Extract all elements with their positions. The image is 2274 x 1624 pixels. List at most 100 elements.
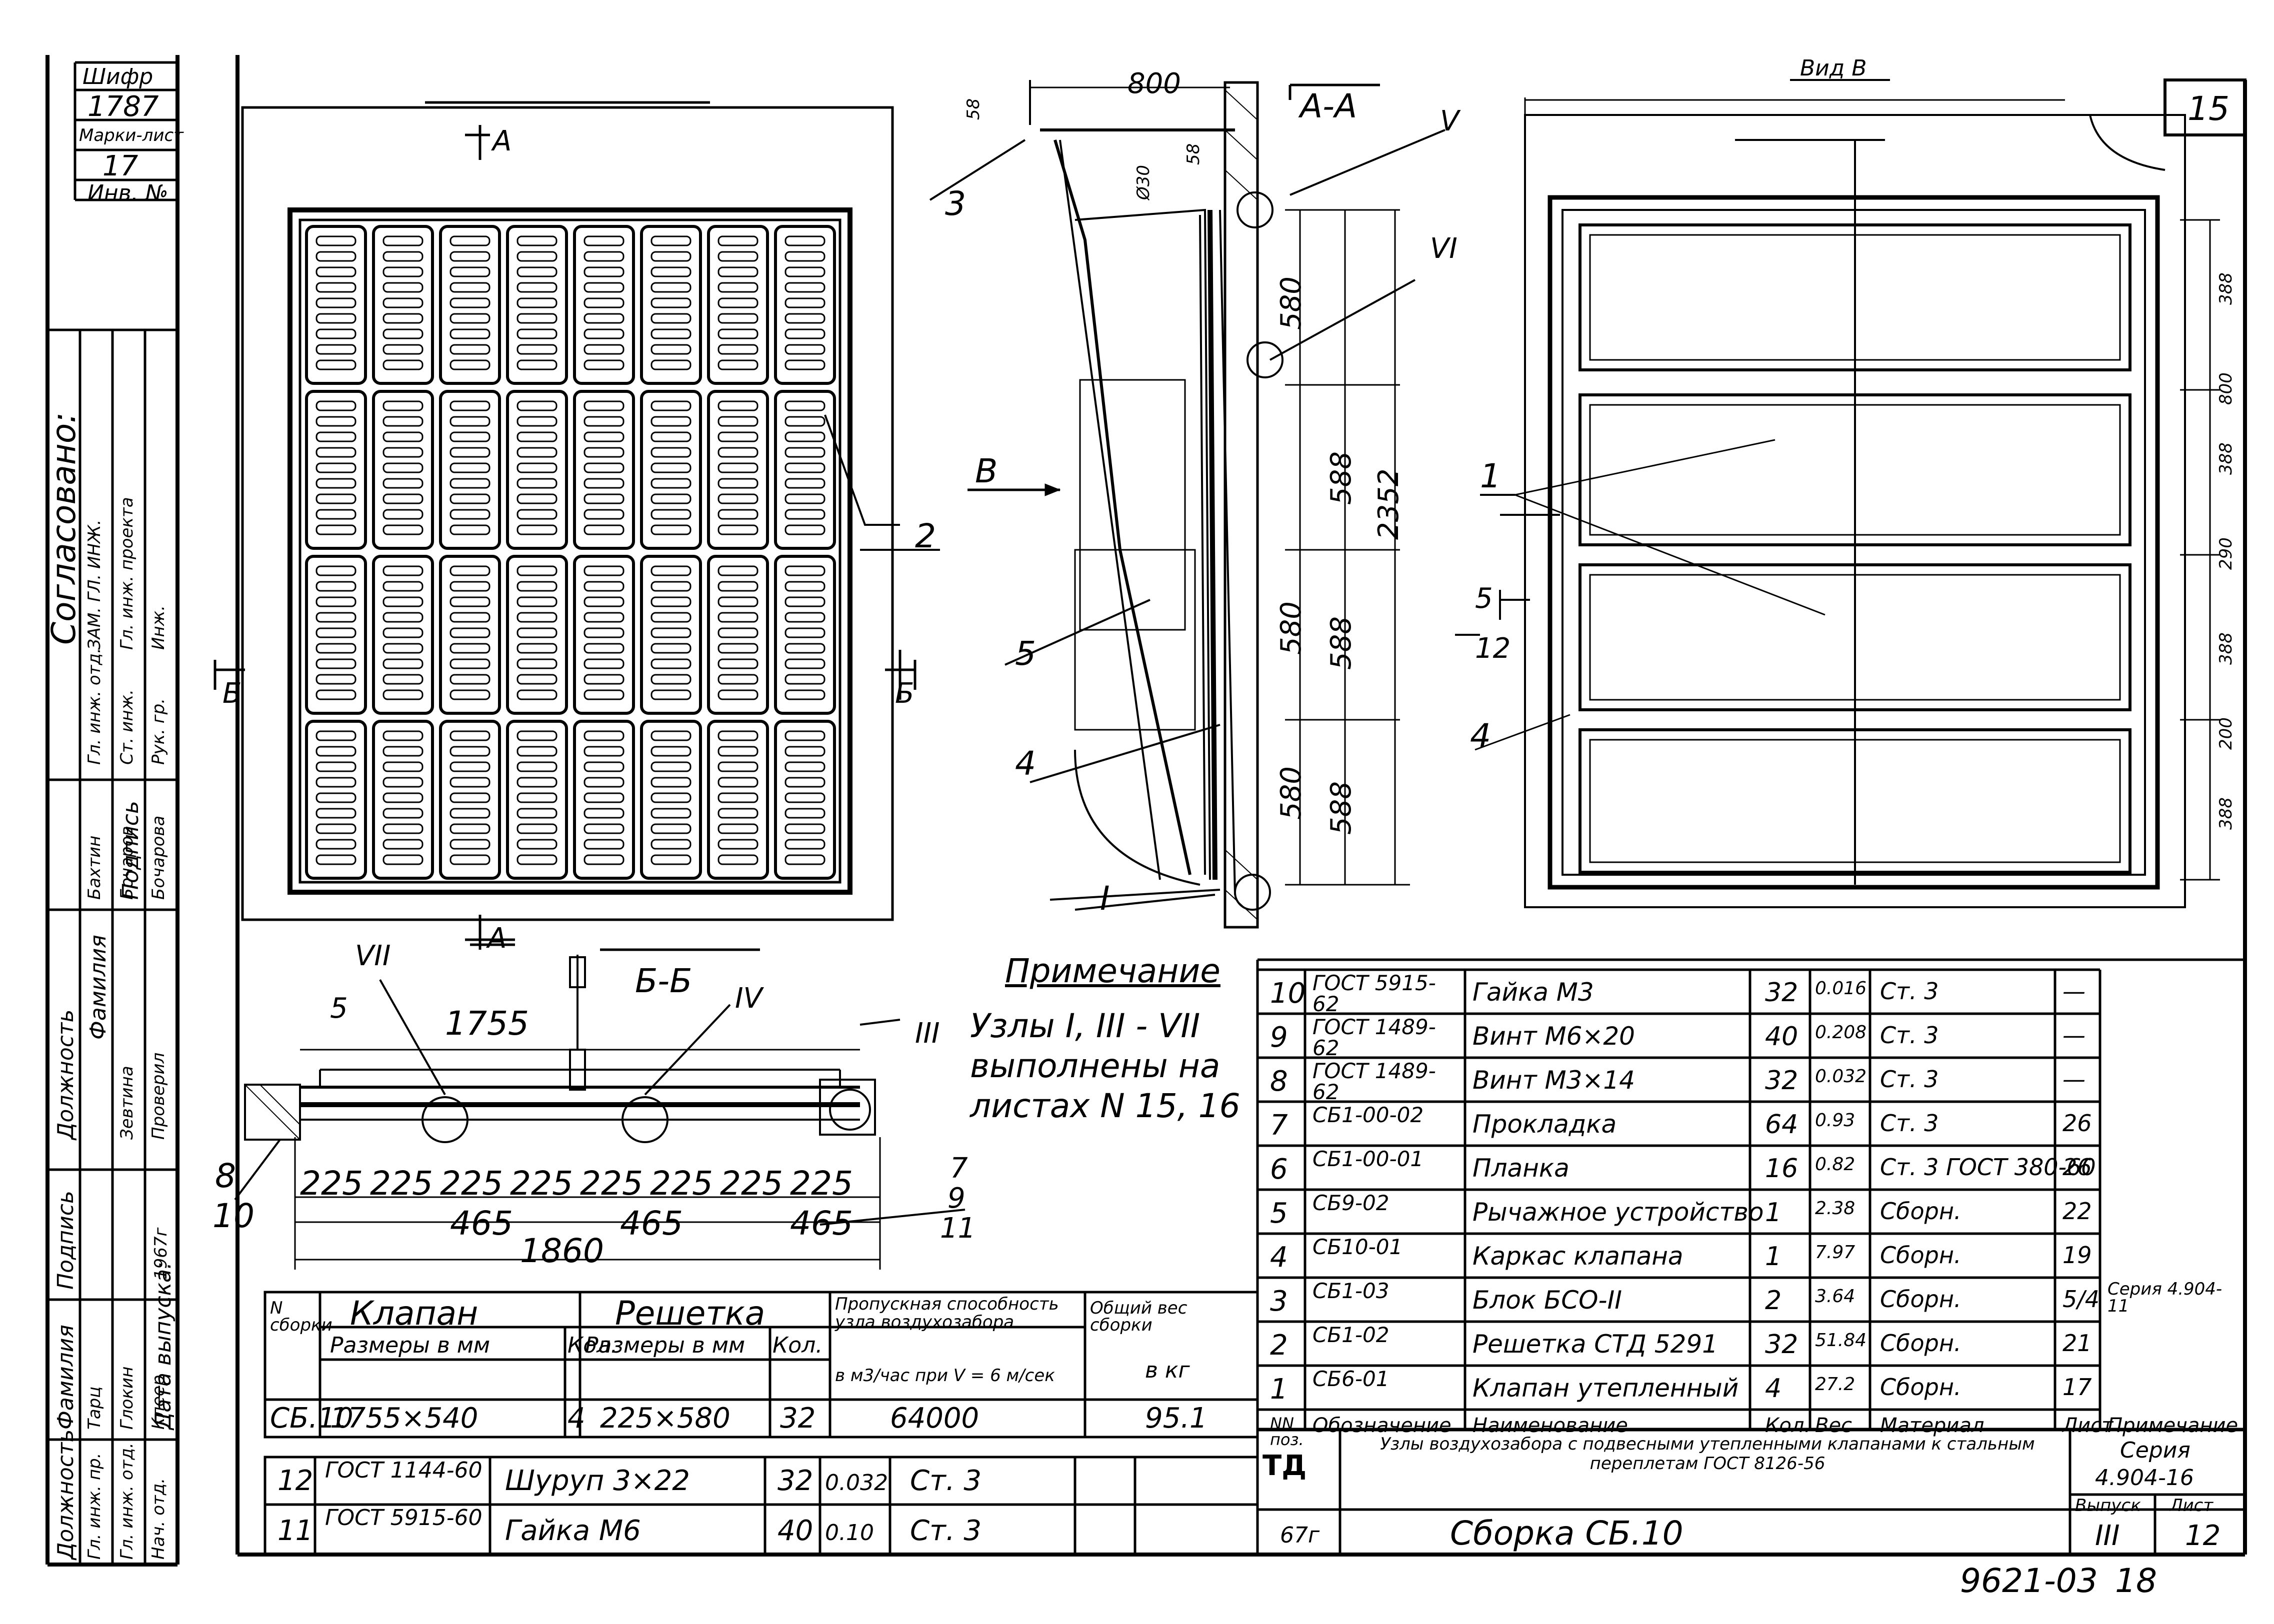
grate-slot (650, 581, 692, 592)
grate-cell (774, 390, 836, 550)
title-text: Узлы воздухозабора с подвесными утепленн… (1380, 1434, 2035, 1474)
grate-slot (450, 400, 490, 411)
grate-slot (450, 658, 490, 669)
grate-slot (718, 596, 758, 607)
grate-slot (382, 792, 424, 803)
grate-slot (382, 808, 424, 819)
spec-cell: Сборн. (1880, 1198, 1962, 1225)
grate-slot (516, 447, 558, 458)
grate-cell (439, 225, 501, 385)
grate-slot (516, 400, 558, 411)
approval-extra-1: ЗАМ. ГЛ. ИНЖ. (84, 519, 104, 650)
grate-slot (784, 359, 826, 370)
grate-cell (305, 390, 367, 550)
spec-header: Наименование (1472, 1414, 1628, 1437)
grate-slot (450, 462, 490, 473)
grate-cell (774, 720, 836, 880)
spec-header: NN поз. (1270, 1414, 1304, 1449)
grate-slot (584, 627, 624, 638)
grate-slot (316, 493, 356, 504)
grate-slot (316, 462, 356, 473)
summary-row-weight: 95.1 (1145, 1402, 1208, 1435)
dim-right-800: 800 (2216, 372, 2236, 405)
grate-slot (316, 808, 356, 819)
grate-slot (584, 746, 624, 757)
view-b (1474, 79, 2220, 908)
grate-slot (718, 478, 758, 489)
approval-col-surname: Фамилия (86, 935, 111, 1040)
grate-slot (516, 328, 558, 339)
spec-cell: 32 (1765, 1330, 1798, 1360)
dim-225: 225 (720, 1164, 783, 1203)
front-view-grate (214, 101, 916, 950)
spec-cell: 4 (1270, 1241, 1288, 1274)
dim-465: 465 (450, 1204, 513, 1243)
grate-slot (382, 777, 424, 788)
grate-slot (718, 282, 758, 293)
grate-slot (784, 400, 826, 411)
view-title-bb: Б-Б (635, 962, 692, 1000)
dim-465: 465 (790, 1204, 853, 1243)
release-col-surname: Фамилия (53, 1325, 78, 1430)
grate-slot (516, 627, 558, 638)
grate-slot (382, 235, 424, 246)
grate-slot (516, 854, 558, 865)
grate-slot (450, 344, 490, 355)
grate-slot (718, 462, 758, 473)
grate-slot (516, 416, 558, 427)
grate-slot (316, 251, 356, 262)
callout-12: 12 (1475, 632, 1511, 665)
spec-cell: 6 (1270, 1153, 1288, 1186)
spec-cell: 40 (1765, 1022, 1798, 1052)
grate-slot (650, 627, 692, 638)
grate-slot (450, 447, 490, 458)
grate-slot (516, 823, 558, 834)
summary-h-grate: Решетка (615, 1294, 766, 1333)
grate-slot (316, 746, 356, 757)
grate-slot (516, 282, 558, 293)
summary-h-capacity-unit: в м3/час при V = 6 м/сек (835, 1366, 1055, 1386)
grate-cell (506, 390, 568, 550)
summary-h-num: N сборки (270, 1298, 332, 1335)
grate-cell (439, 720, 501, 880)
grate-slot (784, 478, 826, 489)
grate-slot (584, 344, 624, 355)
grate-slot (382, 282, 424, 293)
spec-cell: 0.93 (1815, 1110, 1856, 1131)
callout-5b: 5 (1475, 582, 1493, 615)
summary-row-num: СБ.10 (270, 1402, 354, 1435)
grate-cell (372, 390, 434, 550)
grate-cell (439, 390, 501, 550)
grate-slot (316, 416, 356, 427)
grate-slot (450, 297, 490, 308)
spec-cell: — (2062, 1066, 2086, 1093)
grate-slot (516, 344, 558, 355)
grate-slot (382, 643, 424, 654)
dim-465: 465 (620, 1204, 683, 1243)
grate-cell (774, 555, 836, 715)
spec-cell: Каркас клапана (1472, 1242, 1684, 1271)
grate-slot (718, 328, 758, 339)
spec-cell: СБ1-03 (1312, 1279, 1390, 1303)
spec-cell: Ст. 3 (1880, 1066, 1939, 1093)
spec-cell: 9 (1270, 1021, 1288, 1054)
callout-9: 9 (948, 1182, 966, 1215)
spec-header: Кол. (1765, 1414, 1811, 1437)
spec-cell: ГОСТ 1489-62 (1312, 1059, 1436, 1104)
grate-slot (718, 509, 758, 520)
grate-slot (382, 462, 424, 473)
grate-slot (584, 643, 624, 654)
grate-slot (584, 612, 624, 623)
release-col-signature: Подпись (53, 1191, 78, 1290)
spec-cell: 19 (2062, 1242, 2092, 1269)
grate-slot (584, 297, 624, 308)
title-year: 67г (1280, 1523, 1320, 1548)
grate-slot (718, 251, 758, 262)
spec-cell: 27.2 (1815, 1374, 1856, 1395)
marker-b-right: Б (895, 677, 914, 710)
grate-slot (450, 251, 490, 262)
grate-slot (650, 478, 692, 489)
approval-row-3-name: Бочарова (148, 815, 168, 900)
grate-cell (640, 390, 702, 550)
